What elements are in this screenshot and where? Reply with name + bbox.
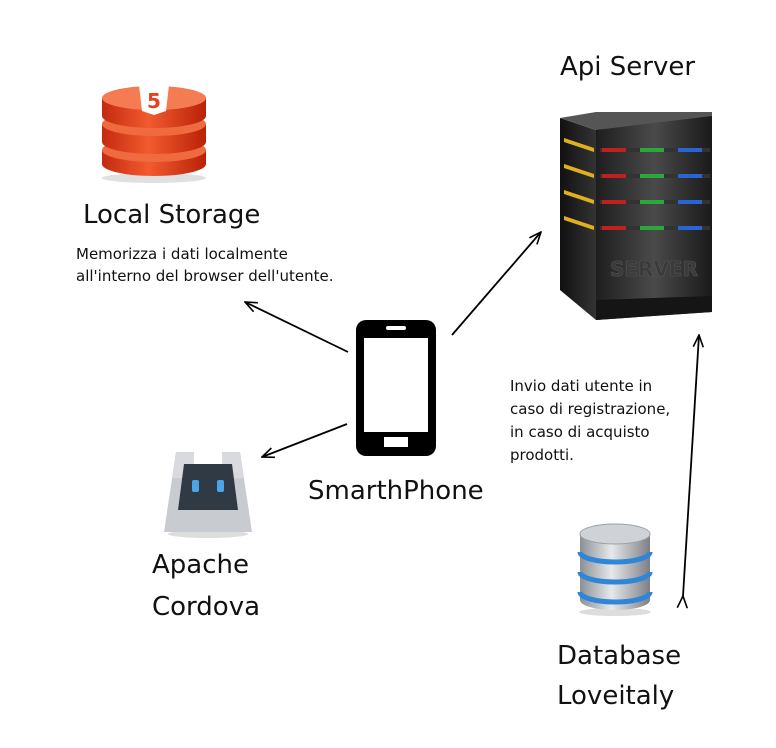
arrow-server-database-bidirectional: [683, 335, 699, 596]
smartphone-node: [352, 316, 440, 460]
database-title-line2: Loveitaly: [557, 681, 675, 711]
apache-cordova-title-line1: Apache: [152, 550, 249, 580]
apache-cordova-node: [160, 448, 256, 538]
svg-text:SERVER: SERVER: [610, 257, 698, 281]
database-title: Database Loveitaly: [557, 636, 681, 716]
arrow-phone-to-cordova: [262, 423, 348, 457]
database-node: [574, 520, 656, 616]
svg-text:5: 5: [147, 89, 161, 113]
apache-cordova-title-line2: Cordova: [152, 592, 261, 622]
smartphone-title: SmarthPhone: [308, 476, 484, 506]
local-storage-desc-line2: all'interno del browser dell'utente.: [76, 267, 334, 285]
data-note-line4: prodotti.: [510, 446, 574, 464]
arrow-phone-to-local-storage: [245, 302, 349, 353]
local-storage-desc-line1: Memorizza i dati localmente: [76, 245, 288, 263]
local-storage-title: Local Storage: [83, 200, 261, 230]
smartphone-icon: [356, 320, 436, 456]
data-note-line3: in caso di acquisto: [510, 423, 650, 441]
apache-cordova-title: Apache Cordova: [152, 544, 260, 628]
api-server-title: Api Server: [560, 52, 696, 82]
local-storage-node: 5: [98, 80, 210, 184]
data-note-line2: caso di registrazione,: [510, 400, 671, 418]
database-cylinder-icon: [577, 523, 653, 616]
cordova-robot-icon: [164, 452, 252, 538]
local-storage-description: Memorizza i dati localmente all'interno …: [76, 243, 333, 287]
api-server-node: SERVER: [556, 108, 716, 326]
html5-storage-icon: 5: [102, 85, 206, 183]
arrow-phone-to-api-server: [451, 232, 541, 336]
server-tower-icon: SERVER: [560, 112, 712, 320]
database-title-line1: Database: [557, 641, 682, 671]
data-flow-note: Invio dati utente in caso di registrazio…: [510, 375, 670, 467]
data-note-line1: Invio dati utente in: [510, 377, 653, 395]
